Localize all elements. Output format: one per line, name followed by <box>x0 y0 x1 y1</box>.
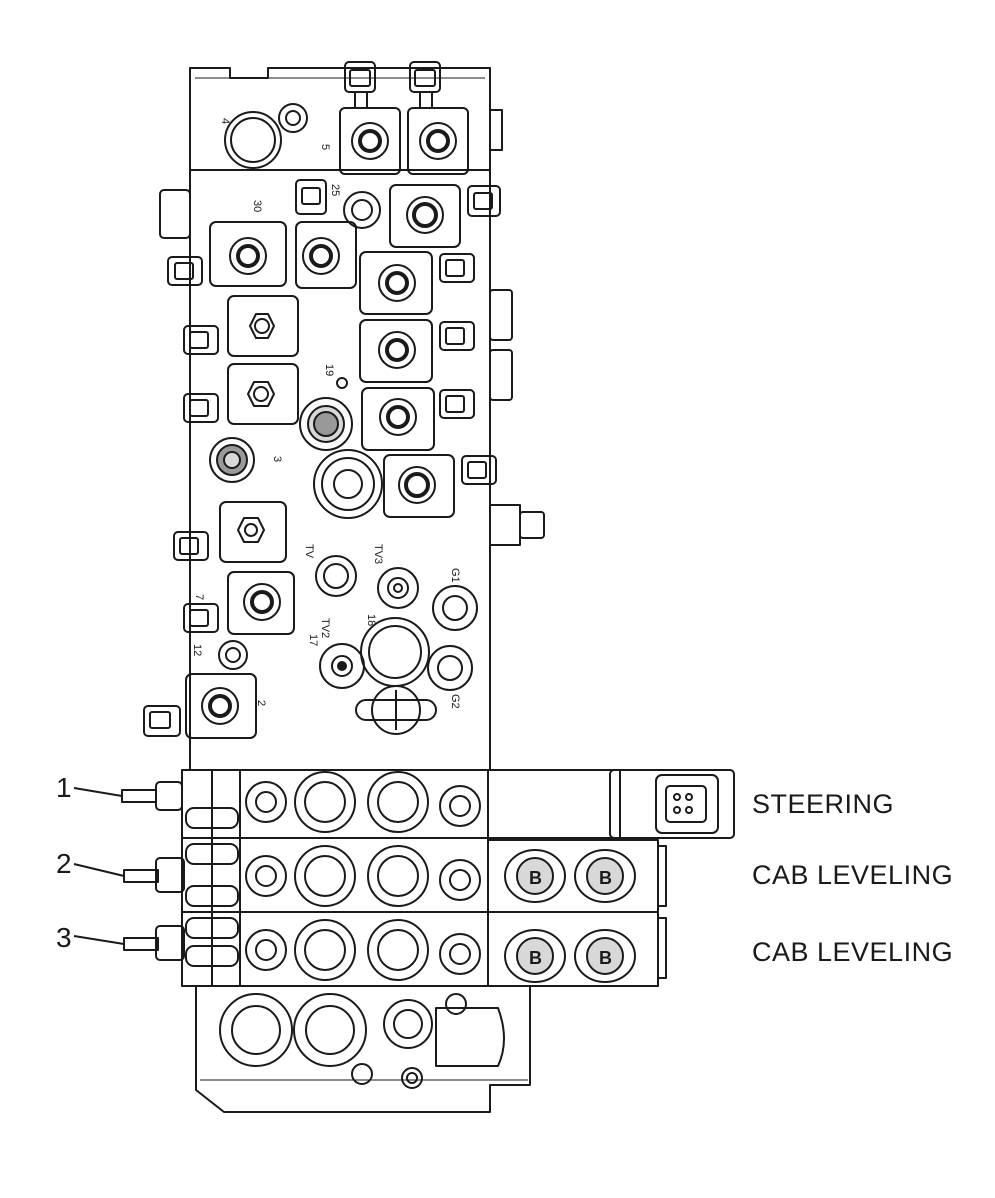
valve-stack <box>181 769 489 987</box>
label-17: 17 <box>307 634 319 646</box>
solenoid-upper-right <box>389 184 501 248</box>
section-label-steering: STEERING <box>752 789 895 819</box>
section-label-cab-leveling-2: CAB LEVELING <box>752 937 954 967</box>
label-4: 4 <box>219 118 231 124</box>
screen-3 <box>209 437 255 483</box>
solenoid-top-right <box>407 61 469 175</box>
svg-text:B: B <box>529 948 542 968</box>
callout-number-2: 2 <box>56 848 72 879</box>
svg-text:B: B <box>529 868 542 888</box>
label-18: 18 <box>365 614 377 626</box>
callout-number-3: 3 <box>56 922 72 953</box>
callout-number-1: 1 <box>56 772 72 803</box>
label-TV2: TV2 <box>319 618 331 638</box>
section-2-cab-leveling: B B <box>73 839 667 913</box>
inlet-section <box>195 985 531 1113</box>
label-G2: G2 <box>449 694 461 709</box>
solenoid-30 <box>167 221 287 287</box>
plug-4 <box>224 103 308 169</box>
svg-text:B: B <box>599 868 612 888</box>
port-G1 <box>432 585 478 631</box>
label-25: 25 <box>329 184 341 196</box>
solenoid-left-3 <box>173 501 287 563</box>
solenoid-left-1 <box>183 295 299 357</box>
large-port-center <box>313 449 383 519</box>
screen-19 <box>299 377 353 451</box>
label-12: 12 <box>191 644 203 656</box>
port-G2 <box>427 645 473 691</box>
svg-text:B: B <box>599 948 612 968</box>
section-label-cab-leveling-1: CAB LEVELING <box>752 860 954 890</box>
label-2: 2 <box>255 700 267 706</box>
label-7: 7 <box>193 594 205 600</box>
plug-2 <box>355 685 437 735</box>
label-30: 30 <box>251 200 263 212</box>
label-TV3: TV3 <box>372 544 384 564</box>
solenoid-right-4 <box>383 454 497 518</box>
solenoid-bottom-left <box>143 673 257 739</box>
section-1-steering <box>73 771 481 833</box>
label-19: 19 <box>323 364 335 376</box>
section-3-cab-leveling: B B <box>73 911 667 987</box>
label-TV: TV <box>303 544 315 559</box>
port-TV3 <box>377 567 419 609</box>
solenoid-right-3 <box>361 387 475 451</box>
solenoid-25 <box>295 179 381 289</box>
port-TV <box>315 555 357 597</box>
solenoid-left-2 <box>183 363 299 425</box>
label-3: 3 <box>271 456 283 462</box>
label-5: 5 <box>319 144 331 150</box>
steering-solenoid <box>487 769 735 839</box>
solenoid-left-4 <box>183 571 295 670</box>
solenoid-top-left <box>339 61 401 175</box>
solenoid-right-1 <box>359 251 475 315</box>
solenoid-right-2 <box>359 319 475 383</box>
label-G1: G1 <box>449 568 461 583</box>
